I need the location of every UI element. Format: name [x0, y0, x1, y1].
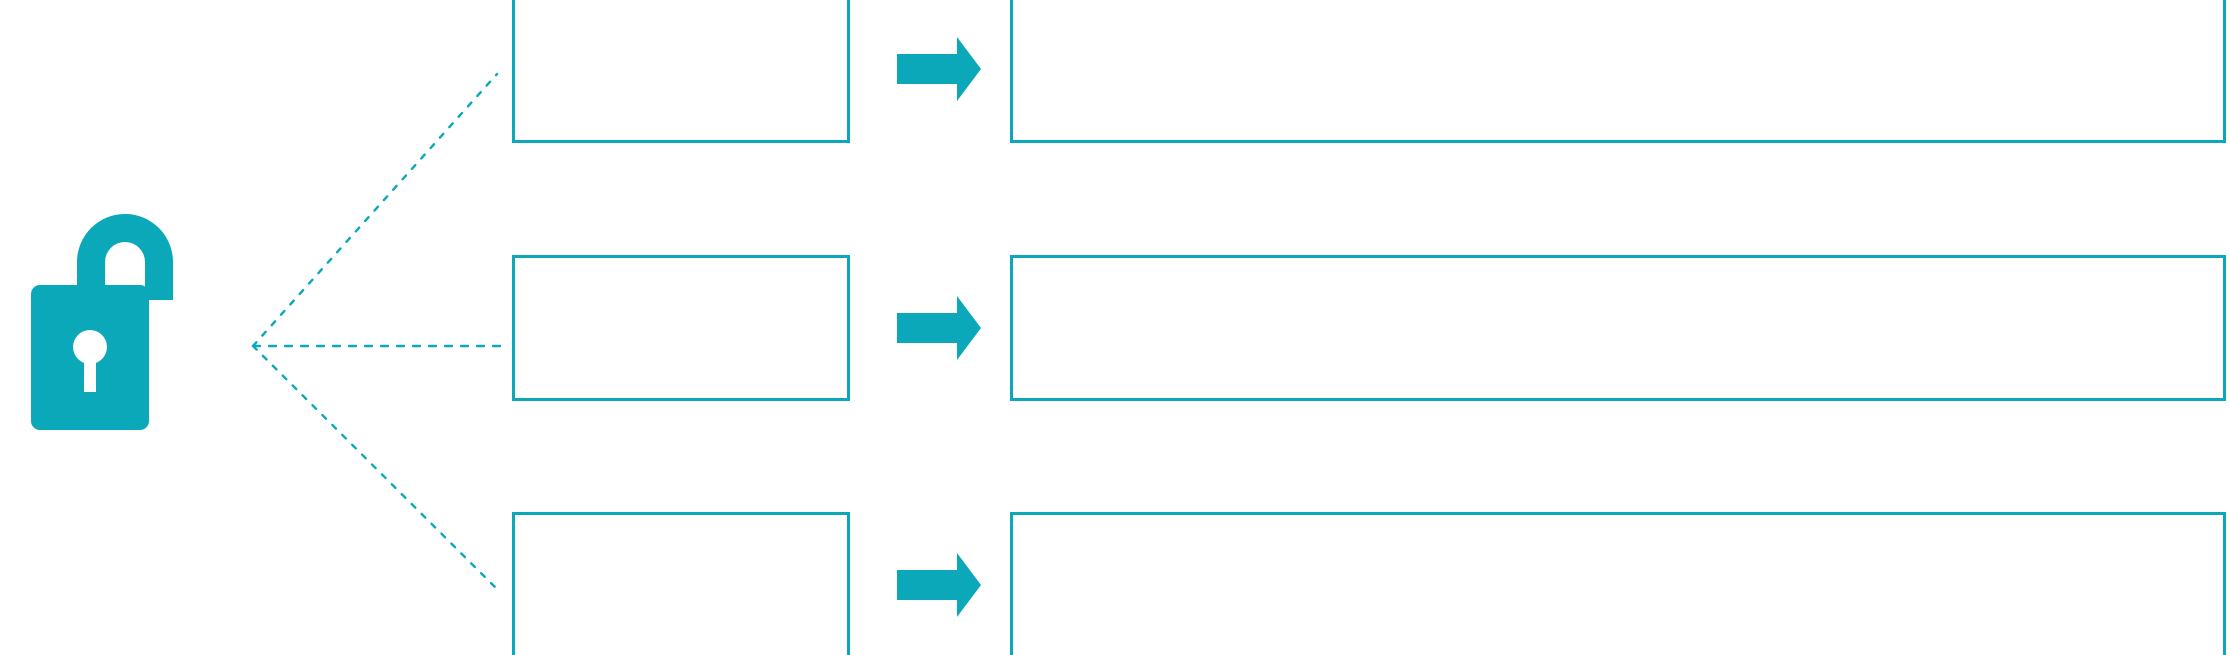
effect-box-row-2-label: [1013, 258, 2223, 398]
effect-box-row-2[interactable]: [1010, 255, 2226, 401]
cause-box-row-1[interactable]: [512, 0, 850, 143]
connector-lines: [251, 72, 507, 594]
cause-box-row-1-label: [515, 0, 847, 140]
right-arrow-icon-row1: [897, 37, 981, 101]
effect-box-row-3-label: [1013, 515, 2223, 655]
cause-box-row-2-label: [515, 258, 847, 398]
connector-line-row3: [251, 344, 502, 594]
cause-box-row-3[interactable]: [512, 512, 850, 655]
effect-box-row-1-label: [1013, 0, 2223, 140]
right-arrow-icon-row2: [897, 296, 981, 360]
cause-box-row-2[interactable]: [512, 255, 850, 401]
padlock-hit-area[interactable]: [30, 210, 220, 438]
effect-box-row-1[interactable]: [1010, 0, 2226, 143]
cause-box-row-3-label: [515, 515, 847, 655]
padlock-icon: [31, 214, 173, 430]
effect-box-row-3[interactable]: [1010, 512, 2226, 655]
connector-line-row1: [251, 72, 499, 348]
right-arrow-icon-row3: [897, 553, 981, 617]
